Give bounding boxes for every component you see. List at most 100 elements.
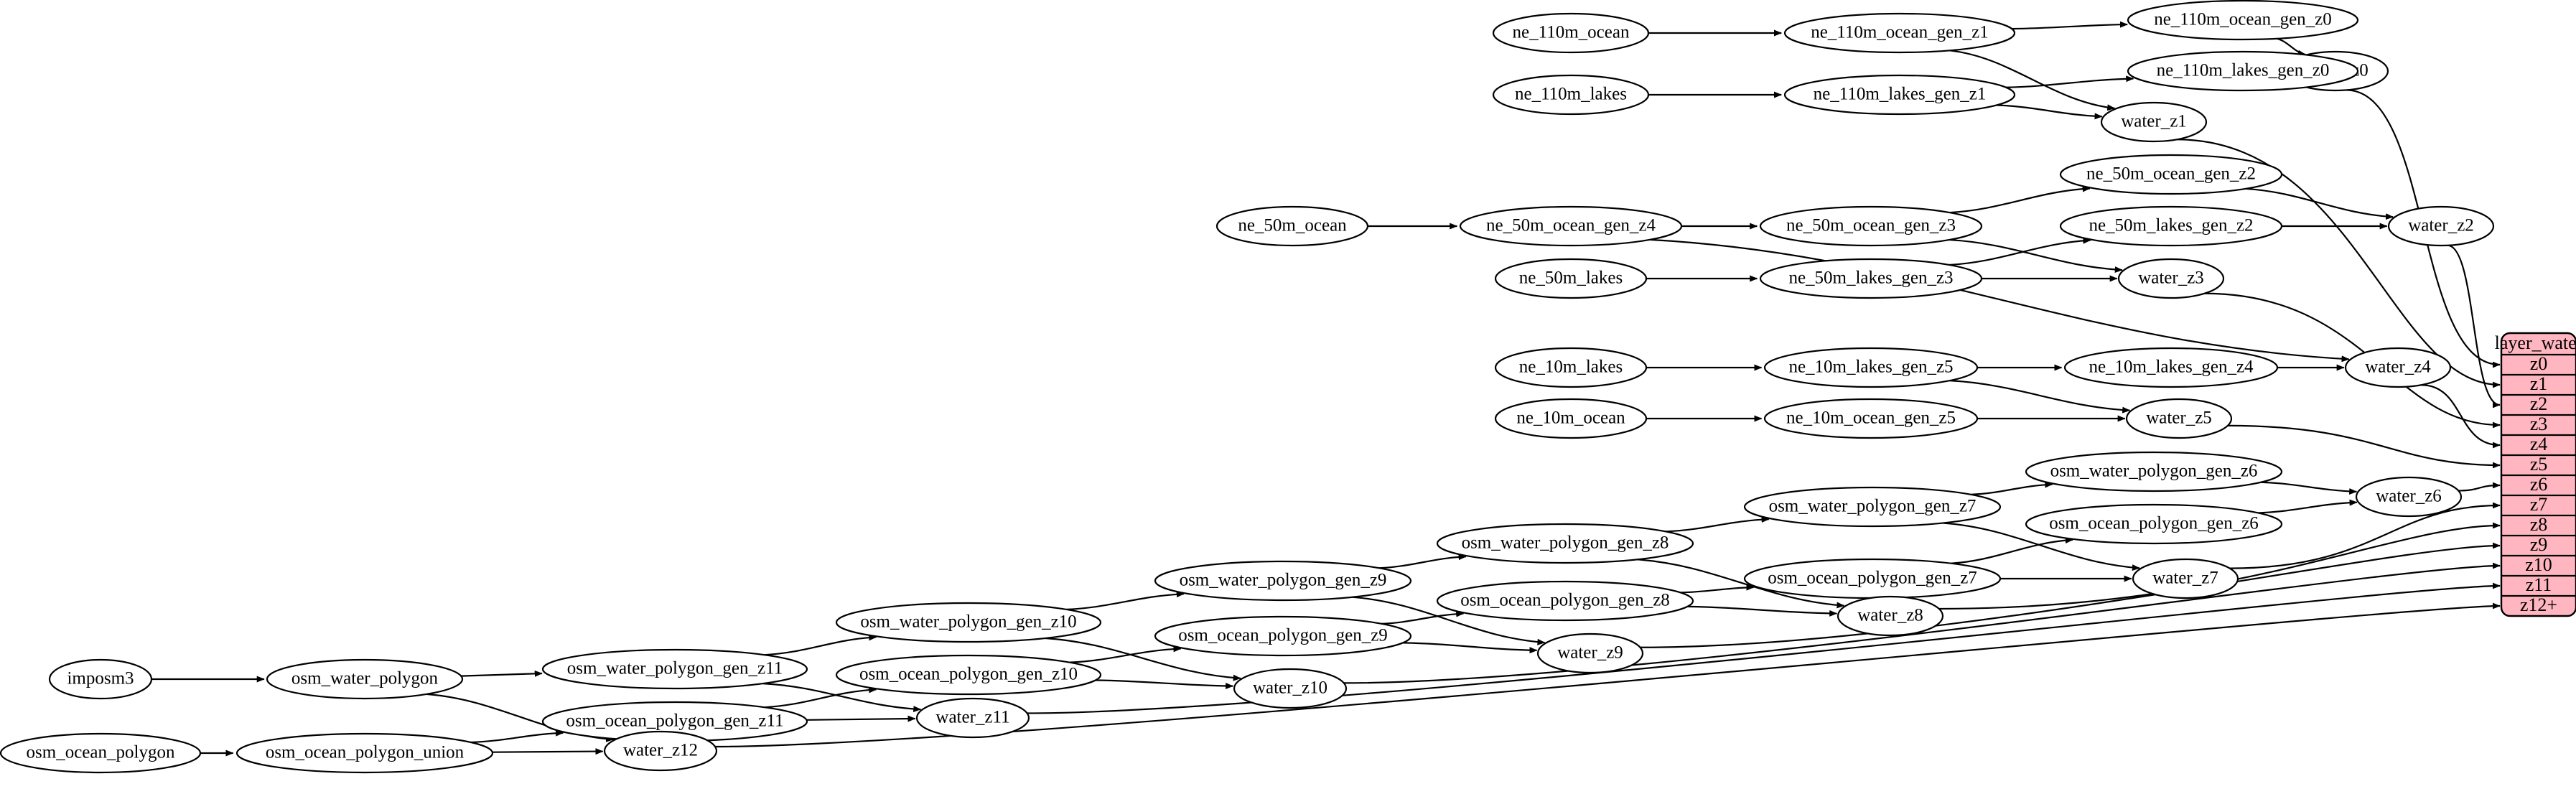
node-shape-ne_110m_lakes [1492, 74, 1650, 116]
node-label-ne_110m_ocean: ne_110m_ocean [1513, 23, 1630, 42]
node-water_z6[interactable]: water_z6 [2355, 476, 2463, 518]
node-osm_ocean_polygon[interactable]: osm_ocean_polygon [0, 732, 202, 774]
node-ne_110m_lakes_gen_z1[interactable]: ne_110m_lakes_gen_z1 [1783, 74, 2016, 116]
node-label-ne_50m_ocean_gen_z4: ne_50m_ocean_gen_z4 [1486, 216, 1656, 235]
edge-osm_water_polygon_gen_z10-to-water_z10 [1045, 637, 1241, 681]
node-ne_110m_ocean_gen_z1[interactable]: ne_110m_ocean_gen_z1 [1783, 12, 2016, 54]
node-ne_110m_lakes[interactable]: ne_110m_lakes [1492, 74, 1650, 116]
edge-osm_ocean_polygon_gen_z11-to-water_z11 [806, 715, 916, 722]
node-shape-water_z2 [2387, 205, 2495, 247]
node-water_z3[interactable]: water_z3 [2117, 258, 2225, 299]
node-osm_water_polygon[interactable]: osm_water_polygon [266, 658, 464, 700]
edge-osm_water_polygon_gen_z10-to-osm_water_polygon_gen_z9 [1066, 591, 1185, 611]
table-row-z12+[interactable]: z12+ [2520, 594, 2557, 615]
node-ne_110m_lakes_gen_z0[interactable]: ne_110m_lakes_gen_z0 [2127, 50, 2359, 92]
node-label-osm_water_polygon_gen_z9: osm_water_polygon_gen_z9 [1180, 571, 1387, 590]
edge-water_z5-to-layer_water-z5 [2227, 424, 2501, 469]
node-osm_ocean_polygon_gen_z10[interactable]: osm_ocean_polygon_gen_z10 [835, 654, 1102, 696]
node-label-ne_10m_ocean_gen_z5: ne_10m_ocean_gen_z5 [1786, 408, 1956, 428]
node-shape-ne_10m_ocean [1494, 398, 1648, 439]
node-osm_water_polygon_gen_z10[interactable]: osm_water_polygon_gen_z10 [835, 602, 1102, 643]
node-shape-ne_10m_ocean_gen_z5 [1763, 398, 1979, 439]
node-ne_50m_lakes_gen_z3[interactable]: ne_50m_lakes_gen_z3 [1759, 258, 1983, 299]
edge-ne_110m_lakes_gen_z1-to-ne_110m_lakes_gen_z0 [2006, 75, 2134, 88]
node-ne_50m_lakes[interactable]: ne_50m_lakes [1494, 258, 1648, 299]
edge-osm_water_polygon_gen_z11-to-water_z11 [762, 683, 922, 713]
node-ne_10m_lakes_gen_z5[interactable]: ne_10m_lakes_gen_z5 [1763, 347, 1979, 388]
table-row-z0[interactable]: z0 [2530, 353, 2548, 374]
node-ne_50m_ocean_gen_z2[interactable]: ne_50m_ocean_gen_z2 [2059, 154, 2283, 195]
node-water_z8[interactable]: water_z8 [1837, 595, 1944, 637]
node-label-ne_110m_ocean_gen_z1: ne_110m_ocean_gen_z1 [1811, 23, 1989, 42]
node-ne_50m_ocean_gen_z3[interactable]: ne_50m_ocean_gen_z3 [1759, 205, 1983, 247]
node-shape-ne_10m_lakes_gen_z5 [1763, 347, 1979, 388]
node-osm_ocean_polygon_gen_z11[interactable]: osm_ocean_polygon_gen_z11 [541, 701, 808, 742]
edge-ne_10m_lakes_gen_z5-to-water_z5 [1949, 380, 2131, 414]
table-row-z7[interactable]: z7 [2530, 494, 2548, 515]
edge-ne_50m_ocean_gen_z2-to-water_z2 [2245, 187, 2394, 220]
node-water_z11[interactable]: water_z11 [915, 697, 1030, 739]
node-osm_water_polygon_gen_z9[interactable]: osm_water_polygon_gen_z9 [1154, 560, 1412, 602]
node-shape-ne_50m_lakes_gen_z3 [1759, 258, 1983, 299]
node-osm_water_polygon_gen_z8[interactable]: osm_water_polygon_gen_z8 [1436, 523, 1694, 564]
table-row-z6[interactable]: z6 [2530, 474, 2548, 495]
node-layer: ne_110m_ocean ne_110m_ocean_gen_z1 ne_110m… [0, 0, 2495, 774]
node-label-water_z2: water_z2 [2408, 216, 2474, 235]
table-row-z8[interactable]: z8 [2530, 514, 2548, 535]
node-shape-water_z10 [1233, 668, 1348, 709]
node-label-osm_ocean_polygon_union: osm_ocean_polygon_union [266, 743, 465, 762]
node-water_z12[interactable]: water_z12 [603, 730, 718, 772]
node-ne_10m_lakes[interactable]: ne_10m_lakes [1494, 347, 1648, 388]
node-osm_water_polygon_gen_z11[interactable]: osm_water_polygon_gen_z11 [541, 648, 808, 690]
node-water_z4[interactable]: water_z4 [2344, 347, 2452, 388]
node-shape-water_z1 [2100, 101, 2208, 143]
node-water_z10[interactable]: water_z10 [1233, 668, 1348, 709]
edge-water_z4-to-layer_water-z4 [2421, 384, 2501, 449]
edge-osm_ocean_polygon_gen_z6-to-water_z6 [2258, 499, 2358, 514]
table-row-z10[interactable]: z10 [2525, 554, 2552, 575]
table-row-z2[interactable]: z2 [2530, 393, 2548, 414]
edge-water_z6-to-layer_water-z6 [2458, 482, 2501, 492]
node-label-water_z11: water_z11 [935, 708, 1009, 727]
node-label-osm_water_polygon_gen_z8: osm_water_polygon_gen_z8 [1462, 533, 1669, 553]
node-ne_10m_ocean[interactable]: ne_10m_ocean [1494, 398, 1648, 439]
node-ne_10m_ocean_gen_z5[interactable]: ne_10m_ocean_gen_z5 [1763, 398, 1979, 439]
node-shape-osm_ocean_polygon_gen_z6 [2025, 503, 2283, 545]
node-ne_110m_ocean[interactable]: ne_110m_ocean [1492, 12, 1650, 54]
table-row-z1[interactable]: z1 [2530, 373, 2548, 394]
node-osm_ocean_polygon_gen_z9[interactable]: osm_ocean_polygon_gen_z9 [1154, 615, 1412, 657]
node-label-osm_ocean_polygon: osm_ocean_polygon [27, 743, 175, 762]
node-shape-ne_110m_ocean_gen_z0 [2127, 0, 2359, 41]
node-shape-osm_water_polygon_gen_z11 [541, 648, 808, 690]
node-ne_50m_ocean_gen_z4[interactable]: ne_50m_ocean_gen_z4 [1459, 205, 1683, 247]
table-row-z3[interactable]: z3 [2530, 414, 2548, 434]
node-shape-water_z7 [2132, 558, 2239, 599]
node-label-water_z10: water_z10 [1253, 678, 1327, 698]
node-ne_110m_ocean_gen_z0[interactable]: ne_110m_ocean_gen_z0 [2127, 0, 2359, 41]
node-shape-osm_ocean_polygon_gen_z10 [835, 654, 1102, 696]
node-osm_ocean_polygon_gen_z7[interactable]: osm_ocean_polygon_gen_z7 [1743, 558, 2002, 599]
table-row-z4[interactable]: z4 [2530, 434, 2548, 454]
node-shape-osm_ocean_polygon_gen_z9 [1154, 615, 1412, 657]
node-osm_ocean_polygon_union[interactable]: osm_ocean_polygon_union [235, 732, 494, 774]
node-osm_water_polygon_gen_z6[interactable]: osm_water_polygon_gen_z6 [2025, 451, 2283, 492]
node-imposm3[interactable]: imposm3 [48, 658, 153, 700]
node-label-osm_ocean_polygon_gen_z10: osm_ocean_polygon_gen_z10 [859, 665, 1078, 684]
node-ne_10m_lakes_gen_z4[interactable]: ne_10m_lakes_gen_z4 [2063, 347, 2279, 388]
node-water_z2[interactable]: water_z2 [2387, 205, 2495, 247]
table-row-z9[interactable]: z9 [2530, 534, 2548, 555]
node-ne_50m_ocean[interactable]: ne_50m_ocean [1215, 205, 1369, 247]
node-water_z1[interactable]: water_z1 [2100, 101, 2208, 143]
node-water_z7[interactable]: water_z7 [2132, 558, 2239, 599]
node-water_z9[interactable]: water_z9 [1536, 632, 1644, 674]
node-ne_50m_lakes_gen_z2[interactable]: ne_50m_lakes_gen_z2 [2059, 205, 2283, 247]
node-osm_ocean_polygon_gen_z6[interactable]: osm_ocean_polygon_gen_z6 [2025, 503, 2283, 545]
node-osm_ocean_polygon_gen_z8[interactable]: osm_ocean_polygon_gen_z8 [1436, 580, 1694, 622]
edge-ne_50m_lakes_gen_z3-to-ne_50m_lakes_gen_z2 [1949, 237, 2091, 266]
edge-ne_50m_ocean_gen_z3-to-water_z3 [1949, 238, 2123, 274]
table-row-z11[interactable]: z11 [2526, 574, 2552, 595]
node-water_z5[interactable]: water_z5 [2125, 398, 2233, 439]
table-row-z5[interactable]: z5 [2530, 454, 2548, 475]
node-osm_water_polygon_gen_z7[interactable]: osm_water_polygon_gen_z7 [1743, 486, 2002, 528]
